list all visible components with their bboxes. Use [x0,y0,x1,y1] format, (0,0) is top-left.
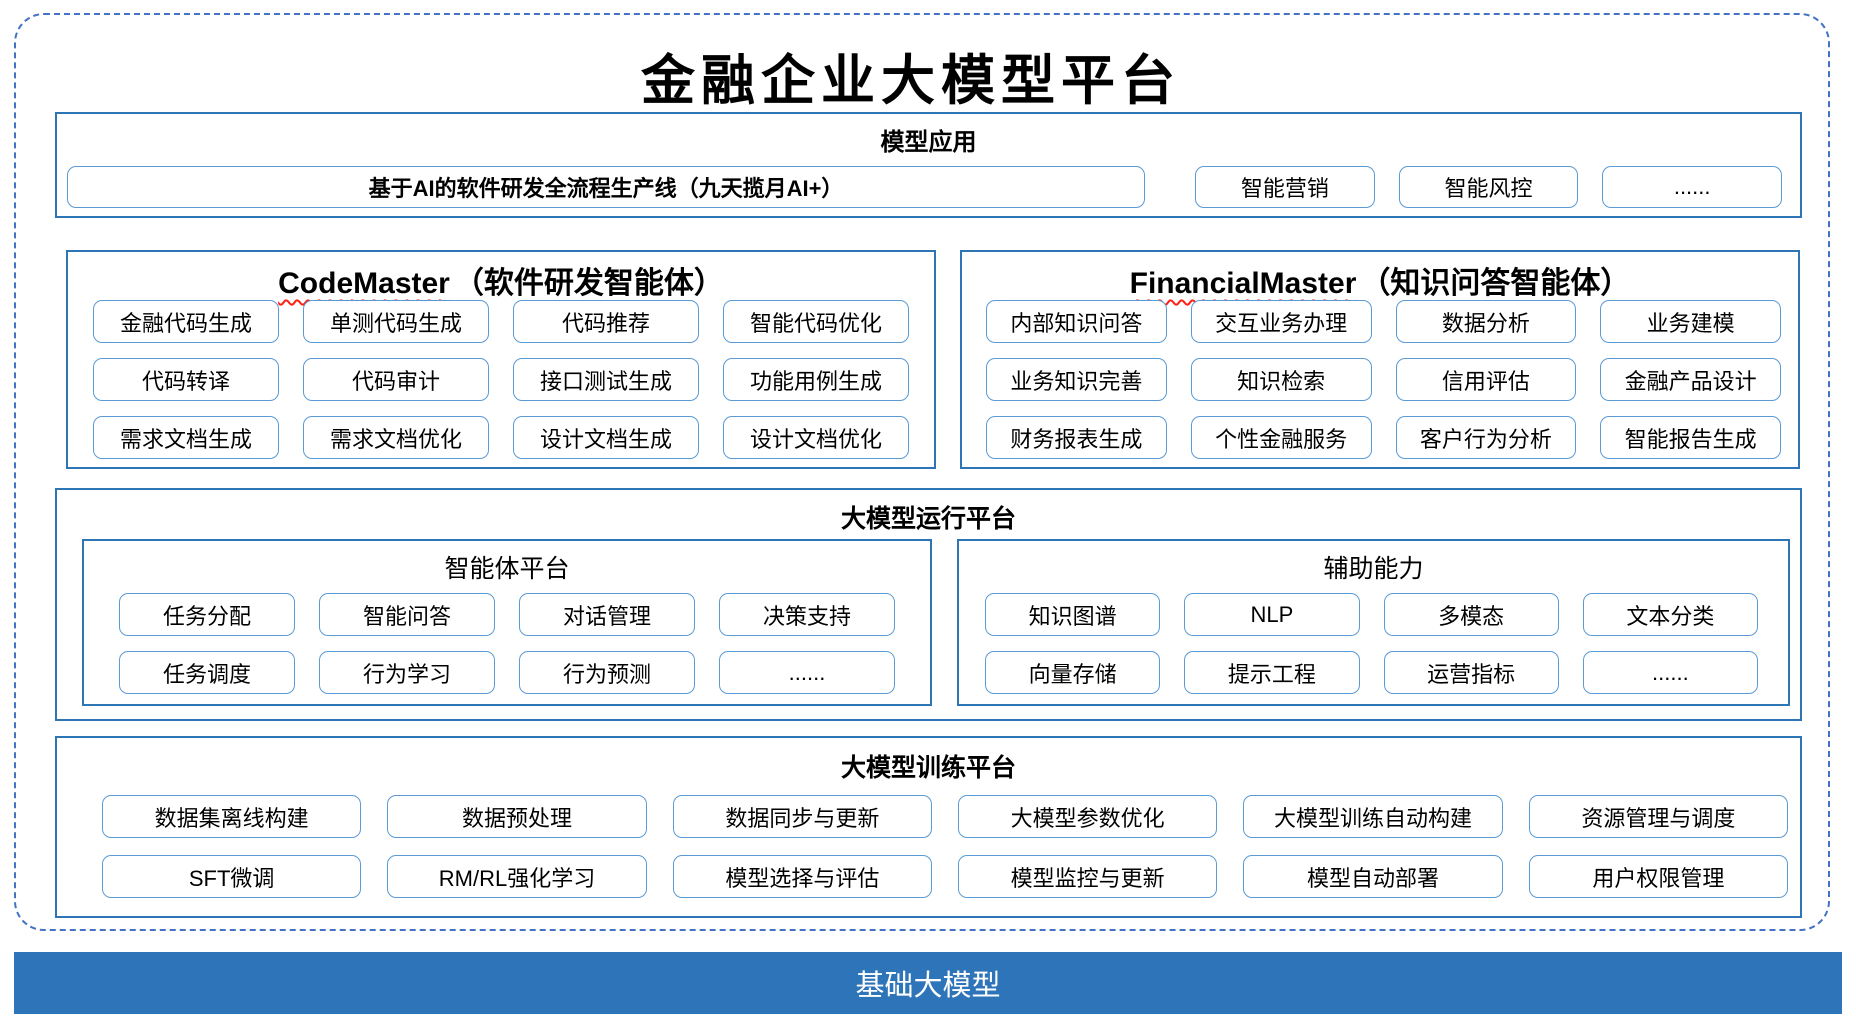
capability-box: 金融产品设计 [1600,358,1781,401]
section-training-platform: 大模型训练平台 数据集离线构建 数据预处理 数据同步与更新 大模型参数优化 大模… [55,736,1802,918]
financialmaster-name: FinancialMaster [1129,267,1357,300]
capability-box: 智能代码优化 [723,300,909,343]
capability-box: 信用评估 [1395,358,1577,401]
capability-box: 个性金融服务 [1190,416,1372,459]
capability-box: 代码审计 [303,358,489,401]
capability-box: 模型监控与更新 [958,855,1218,898]
capability-box: 数据预处理 [387,795,647,838]
diagram-title: 金融企业大模型平台 [641,48,1181,112]
capability-box: 任务分配 [119,593,295,636]
capability-box: 代码推荐 [513,300,699,343]
codemaster-name: CodeMaster [278,267,450,300]
capability-box: 智能问答 [319,593,495,636]
capability-box: SFT微调 [102,855,362,898]
capability-box: 知识检索 [1190,358,1372,401]
capability-box: 设计文档优化 [723,416,909,459]
capability-box: ...... [719,651,895,694]
model-app-row: 基于AI的软件研发全流程生产线（九天揽月AI+） 智能营销 智能风控 .....… [67,166,1783,208]
section-financialmaster: FinancialMaster（知识问答智能体） 内部知识问答 交互业务办理 数… [960,250,1800,469]
capability-box: 提示工程 [1184,651,1360,694]
capability-box: 决策支持 [719,593,895,636]
capability-box: 客户行为分析 [1395,416,1577,459]
capability-box: 多模态 [1383,593,1559,636]
capability-box: 财务报表生成 [986,416,1167,459]
capability-box: 单测代码生成 [303,300,489,343]
capability-box: 数据分析 [1395,300,1577,343]
aux-capability-grid: 知识图谱 NLP 多模态 文本分类 向量存储 提示工程 运营指标 ...... [985,593,1758,694]
agent-platform-grid: 任务分配 智能问答 对话管理 决策支持 任务调度 行为学习 行为预测 .....… [119,593,895,694]
capability-box: 功能用例生成 [723,358,909,401]
capability-box: 文本分类 [1582,593,1758,636]
section-model-applications: 模型应用 基于AI的软件研发全流程生产线（九天揽月AI+） 智能营销 智能风控 … [55,112,1802,218]
capability-box: 需求文档生成 [93,416,279,459]
capability-box: 向量存储 [985,651,1161,694]
base-model-bar: 基础大模型 [14,952,1842,1014]
capability-box: 大模型参数优化 [958,795,1218,838]
capability-box: 交互业务办理 [1190,300,1372,343]
capability-box: 大模型训练自动构建 [1243,795,1503,838]
capability-box: 模型选择与评估 [672,855,932,898]
capability-box: 行为学习 [319,651,495,694]
capability-box: 行为预测 [519,651,695,694]
capability-box: 数据集离线构建 [102,795,362,838]
section-header: CodeMaster（软件研发智能体） [68,258,934,302]
outer-dashed-frame [14,13,1830,931]
capability-box: 代码转译 [93,358,279,401]
section-header: 模型应用 [880,129,977,156]
capability-box: 用户权限管理 [1528,855,1788,898]
aux-capability-box: 辅助能力 知识图谱 NLP 多模态 文本分类 向量存储 提示工程 运营指标 ..… [957,539,1790,706]
capability-box: 业务建模 [1600,300,1781,343]
capability-box: 智能风控 [1398,166,1579,208]
capability-box: 对话管理 [519,593,695,636]
capability-box: ...... [1602,166,1783,208]
capability-box: RM/RL强化学习 [387,855,647,898]
capability-box: NLP [1184,593,1360,636]
section-header: 大模型运行平台 [840,505,1016,533]
capability-box: 数据同步与更新 [672,795,932,838]
capability-box: 智能营销 [1195,166,1375,208]
capability-box: ...... [1582,651,1758,694]
base-model-label: 基础大模型 [855,970,1001,1002]
capability-box: 接口测试生成 [513,358,699,401]
section-runtime-platform: 大模型运行平台 智能体平台 任务分配 智能问答 对话管理 决策支持 任务调度 行… [55,488,1802,721]
capability-box: 金融代码生成 [93,300,279,343]
capability-box: 设计文档生成 [513,416,699,459]
capability-box: 模型自动部署 [1243,855,1503,898]
codemaster-grid: 金融代码生成 单测代码生成 代码推荐 智能代码优化 代码转译 代码审计 接口测试… [93,300,909,459]
capability-box: 内部知识问答 [986,300,1167,343]
section-codemaster: CodeMaster（软件研发智能体） 金融代码生成 单测代码生成 代码推荐 智… [66,250,936,469]
financialmaster-subtitle: （知识问答智能体） [1360,267,1631,300]
capability-box: 基于AI的软件研发全流程生产线（九天揽月AI+） [67,166,1145,208]
sub-section-header: 智能体平台 [444,555,570,583]
section-header: 大模型训练平台 [840,754,1016,782]
capability-box: 智能报告生成 [1600,416,1781,459]
sub-section-header: 辅助能力 [1323,555,1424,583]
capability-box: 运营指标 [1383,651,1559,694]
financialmaster-grid: 内部知识问答 交互业务办理 数据分析 业务建模 业务知识完善 知识检索 信用评估… [986,300,1781,459]
capability-box: 知识图谱 [985,593,1161,636]
codemaster-subtitle: （软件研发智能体） [453,267,724,300]
training-platform-grid: 数据集离线构建 数据预处理 数据同步与更新 大模型参数优化 大模型训练自动构建 … [102,795,1788,898]
section-header: FinancialMaster（知识问答智能体） [962,258,1798,302]
capability-box: 需求文档优化 [303,416,489,459]
capability-box: 资源管理与调度 [1528,795,1788,838]
capability-box: 业务知识完善 [986,358,1167,401]
capability-box: 任务调度 [119,651,295,694]
agent-platform-box: 智能体平台 任务分配 智能问答 对话管理 决策支持 任务调度 行为学习 行为预测… [82,539,932,706]
